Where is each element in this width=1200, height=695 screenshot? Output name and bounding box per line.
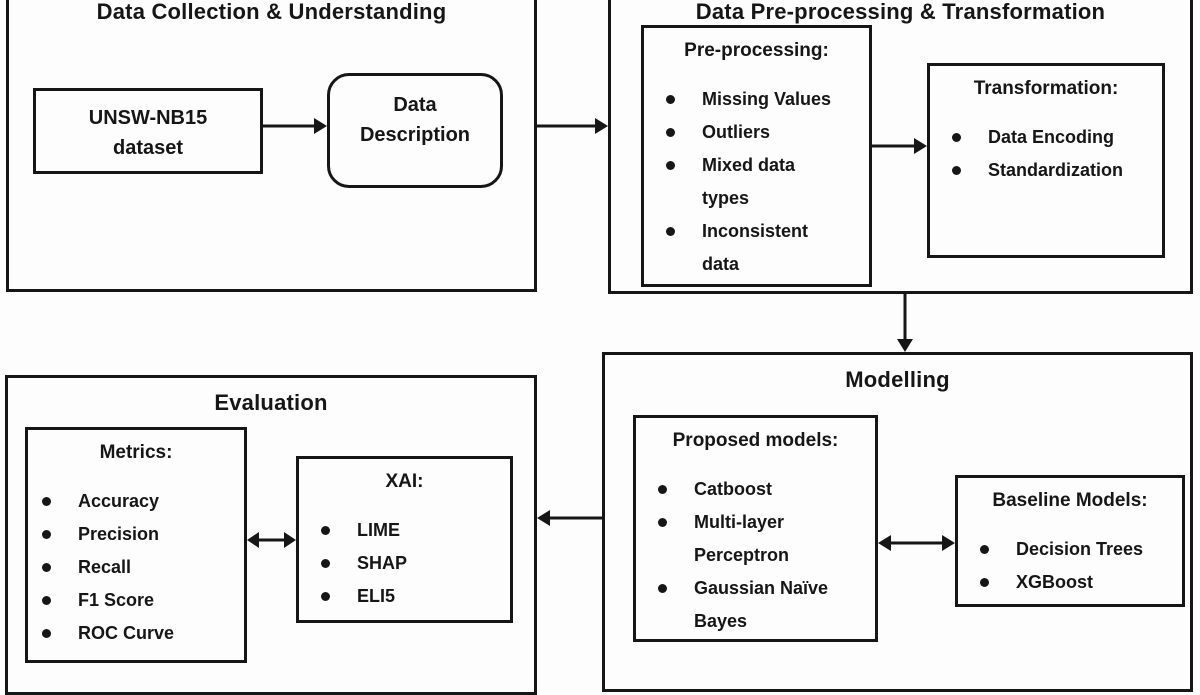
list-item: ROC Curve	[42, 617, 236, 650]
list-item: Recall	[42, 551, 236, 584]
unsw-dataset-line2: dataset	[112, 137, 184, 159]
list-item: Catboost	[658, 473, 867, 506]
metrics-box-title: Metrics:	[99, 442, 173, 463]
arrow-modelling-to-evaluation	[537, 510, 602, 526]
proposed-models-box-title: Proposed models:	[672, 430, 839, 451]
box-data-description: Data Description	[327, 73, 503, 188]
data-description-line2: Description	[359, 124, 471, 146]
arrow-dataset-to-description	[263, 118, 327, 134]
list-item-line: Inconsistent	[702, 221, 809, 241]
list-item-line: Multi-layer	[694, 512, 785, 532]
list-item-line: F1 Score	[78, 590, 155, 610]
list-item: Multi-layer Perceptron	[658, 506, 867, 572]
list-item-line: ELI5	[357, 586, 396, 606]
list-item-line: Standardization	[988, 160, 1124, 180]
list-item-line: Recall	[78, 557, 132, 577]
preprocessing-list: Missing Values Outliers Mixed data types…	[644, 83, 869, 281]
list-item: Data Encoding	[952, 121, 1154, 154]
baseline-models-list: Decision Trees XGBoost	[958, 533, 1182, 599]
list-item: F1 Score	[42, 584, 236, 617]
list-item-line: Data Encoding	[988, 127, 1115, 147]
preprocessing-box-title: Pre-processing:	[684, 40, 829, 61]
xai-box-title: XAI:	[385, 471, 424, 492]
list-item-line: Perceptron	[694, 545, 790, 565]
list-item: Gaussian Naïve Bayes	[658, 572, 867, 638]
list-item: ELI5	[321, 580, 502, 613]
xai-list: LIME SHAP ELI5	[299, 514, 510, 613]
unsw-dataset-line1: UNSW-NB15	[88, 107, 208, 129]
list-item: Precision	[42, 518, 236, 551]
proposed-models-list: Catboost Multi-layer Perceptron Gaussian…	[636, 473, 875, 638]
box-xai: XAI: LIME SHAP ELI5	[296, 456, 513, 623]
baseline-models-box-title: Baseline Models:	[992, 490, 1148, 511]
list-item-line: ROC Curve	[78, 623, 175, 643]
list-item-line: SHAP	[357, 553, 408, 573]
box-unsw-dataset: UNSW-NB15 dataset	[33, 88, 263, 174]
list-item: Decision Trees	[980, 533, 1174, 566]
arrow-metrics-xai-bidirectional	[247, 532, 296, 548]
list-item: Accuracy	[42, 485, 236, 518]
section-modelling-title: Modelling	[845, 367, 950, 392]
list-item-line: data	[702, 254, 740, 274]
section-data-collection-title: Data Collection & Understanding	[96, 0, 447, 24]
data-description-line1: Data	[393, 94, 437, 116]
list-item: Standardization	[952, 154, 1154, 187]
arrow-proposed-baseline-bidirectional	[878, 535, 955, 551]
metrics-list: Accuracy Precision Recall F1 Score ROC C…	[28, 485, 244, 650]
list-item-line: Bayes	[694, 611, 748, 631]
box-proposed-models: Proposed models: Catboost Multi-layer Pe…	[633, 415, 878, 642]
list-item-line: Gaussian Naïve	[694, 578, 829, 598]
list-item-line: Accuracy	[78, 491, 160, 511]
arrow-collection-to-preprocessing	[537, 118, 608, 134]
list-item: LIME	[321, 514, 502, 547]
list-item: XGBoost	[980, 566, 1174, 599]
list-item-line: Catboost	[694, 479, 772, 499]
box-preprocessing: Pre-processing: Missing Values Outliers …	[641, 25, 872, 287]
list-item: Mixed data types	[666, 149, 861, 215]
transformation-list: Data Encoding Standardization	[930, 121, 1162, 187]
arrow-preprocessing-to-modelling	[897, 294, 913, 352]
list-item: Missing Values	[666, 83, 861, 116]
list-item: SHAP	[321, 547, 502, 580]
list-item-line: XGBoost	[1016, 572, 1094, 592]
list-item-line: LIME	[357, 520, 400, 540]
section-preprocessing-title: Data Pre-processing & Transformation	[695, 0, 1106, 24]
box-metrics: Metrics: Accuracy Precision Recall F1 Sc…	[25, 427, 247, 663]
list-item-line: Decision Trees	[1016, 539, 1144, 559]
transformation-box-title: Transformation:	[973, 78, 1119, 99]
list-item-line: Missing Values	[702, 89, 832, 109]
list-item-line: types	[702, 188, 750, 208]
box-baseline-models: Baseline Models: Decision Trees XGBoost	[955, 475, 1185, 607]
box-transformation: Transformation: Data Encoding Standardiz…	[927, 63, 1165, 258]
section-evaluation-title: Evaluation	[214, 390, 328, 415]
arrow-preprocessing-to-transformation	[872, 138, 927, 154]
list-item-line: Precision	[78, 524, 160, 544]
flowchart-canvas: { "colors": { "line": "#161616", "backgr…	[5, 0, 1193, 695]
list-item-line: Mixed data	[702, 155, 796, 175]
list-item: Outliers	[666, 116, 861, 149]
list-item-line: Outliers	[702, 122, 771, 142]
list-item: Inconsistent data	[666, 215, 861, 281]
